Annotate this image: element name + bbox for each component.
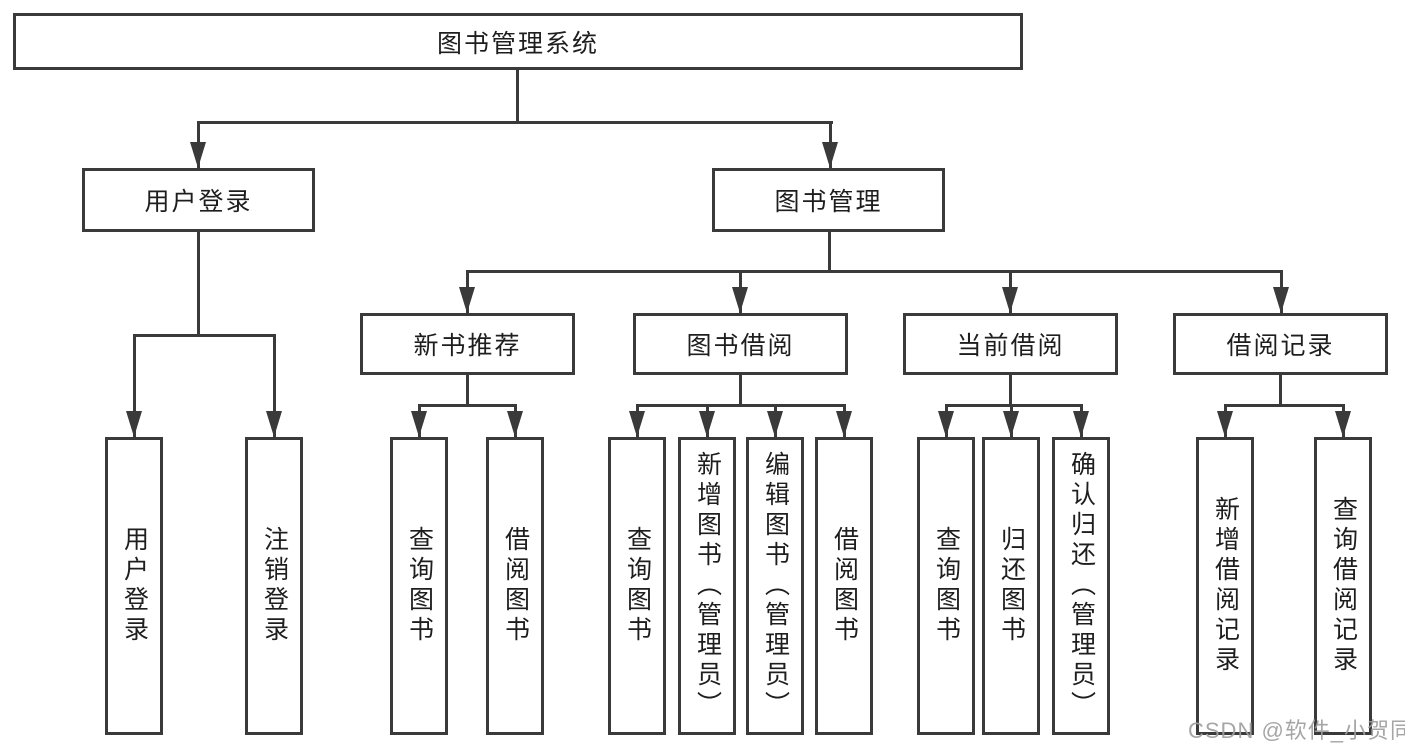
leaf-edit-books-admin: 编辑图书（管理员） [746,437,804,735]
leaf-label: 借阅图书 [501,526,530,646]
leaf-query-borrow-record: 查询借阅记录 [1314,437,1372,735]
connector-line [945,404,1083,407]
leaf-label: 编辑图书（管理员） [761,451,790,721]
connector-line [516,70,519,121]
watermark: CSDN @软件_小贺同学 [1188,718,1405,743]
leaf-label: 查询图书 [405,526,434,646]
connector-line [133,334,136,437]
arrow-down-icon [836,411,852,437]
connector-line [197,121,833,124]
connector-line [1279,375,1282,405]
node-label: 图书管理系统 [436,29,599,58]
leaf-user-login: 用户登录 [105,437,163,735]
arrow-down-icon [1003,411,1019,437]
leaf-confirm-return-admin: 确认归还（管理员） [1052,437,1110,735]
arrow-down-icon [699,411,715,437]
connector-line [1224,404,1344,407]
leaf-borrow-books: 借阅图书 [815,437,873,735]
leaf-logout: 注销登录 [245,437,303,735]
leaf-query-books-recommend: 查询图书 [390,437,448,735]
leaf-return-books: 归还图书 [982,437,1040,735]
leaf-label: 借阅图书 [830,526,859,646]
arrow-down-icon [938,411,954,437]
leaf-add-books-admin: 新增图书（管理员） [678,437,736,735]
node-label: 新书推荐 [413,332,522,360]
leaf-label: 新增图书（管理员） [693,451,722,721]
arrow-down-icon [767,411,783,437]
leaf-label: 确认归还（管理员） [1067,451,1096,721]
connector-line [273,334,276,437]
node-current-borrowing: 当前借阅 [903,313,1118,375]
node-label: 用户登录 [144,188,253,216]
arrow-down-icon [1335,411,1351,437]
leaf-query-books-borrow: 查询图书 [608,437,666,735]
leaf-label: 归还图书 [997,526,1026,646]
leaf-label: 注销登录 [260,526,289,646]
arrow-down-icon [126,411,142,437]
arrow-down-icon [732,287,748,313]
node-label: 图书借阅 [686,332,795,360]
arrow-down-icon [507,411,523,437]
connector-line [133,334,275,337]
node-label: 图书管理 [774,188,883,216]
connector-line [636,404,846,407]
arrow-down-icon [411,411,427,437]
leaf-query-books-current: 查询图书 [917,437,975,735]
connector-line [828,232,831,271]
node-book-borrowing: 图书借阅 [633,313,848,375]
leaf-borrow-books-recommend: 借阅图书 [486,437,544,735]
node-new-book-recommendation: 新书推荐 [360,313,575,375]
arrow-down-icon [1002,287,1018,313]
node-label: 当前借阅 [956,332,1065,360]
leaf-label: 查询图书 [932,526,961,646]
node-label: 借阅记录 [1226,332,1335,360]
connector-line [739,375,742,405]
connector-line [466,270,1282,273]
connector-line [197,232,200,335]
connector-line [418,404,516,407]
arrow-down-icon [459,287,475,313]
arrow-down-icon [190,142,206,168]
node-library-management-system: 图书管理系统 [13,13,1023,70]
arrow-down-icon [822,142,838,168]
arrow-down-icon [1217,411,1233,437]
leaf-label: 查询图书 [623,526,652,646]
leaf-label: 查询借阅记录 [1329,496,1358,676]
node-book-management: 图书管理 [712,168,945,232]
arrow-down-icon [1273,287,1289,313]
connector-line [1009,375,1012,405]
leaf-label: 新增借阅记录 [1211,496,1240,676]
connector-line [466,375,469,405]
leaf-label: 用户登录 [120,526,149,646]
node-borrowing-records: 借阅记录 [1173,313,1388,375]
arrow-down-icon [629,411,645,437]
arrow-down-icon [1073,411,1089,437]
node-user-login: 用户登录 [82,168,315,232]
leaf-add-borrow-record: 新增借阅记录 [1196,437,1254,735]
arrow-down-icon [266,411,282,437]
